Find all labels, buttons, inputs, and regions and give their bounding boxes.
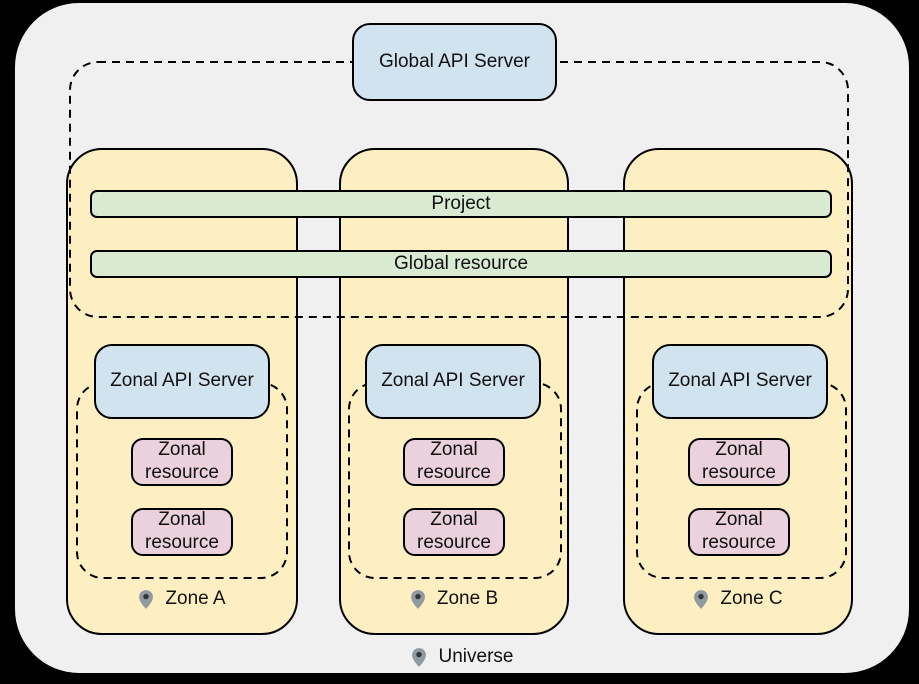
zone-b-resource-label-2: Zonal resource <box>417 509 491 553</box>
zone-b-resource-node-1: Zonal resource <box>403 438 505 486</box>
universe-label: Universe <box>438 646 514 667</box>
zone-a-resource-node-2: Zonal resource <box>131 508 233 556</box>
zone-c-resource-label-2: Zonal resource <box>702 509 776 553</box>
project-bar-label: Project <box>431 193 491 214</box>
zone-a-api-server-label: Zonal API Server <box>110 370 254 392</box>
zone-c-resource-node-1: Zonal resource <box>688 438 790 486</box>
zone-c-resource-label-1: Zonal resource <box>702 439 776 483</box>
global-resource-bar: Global resource <box>90 250 832 278</box>
location-pin-icon <box>139 589 154 609</box>
zone-a-label-row: Zone A <box>66 586 298 612</box>
global-resource-bar-label: Global resource <box>393 253 529 274</box>
global-api-server-label: Global API Server <box>378 50 531 72</box>
location-pin-icon <box>410 589 425 609</box>
zone-b-resource-label-1: Zonal resource <box>417 439 491 483</box>
zone-a-label: Zone A <box>165 588 226 609</box>
zone-a-api-server-node: Zonal API Server <box>94 344 270 419</box>
global-api-server-node: Global API Server <box>352 23 557 101</box>
zone-a-resource-node-1: Zonal resource <box>131 438 233 486</box>
zone-b-label: Zone B <box>436 588 499 609</box>
location-pin-icon <box>411 647 426 667</box>
zone-a-resource-label-2: Zonal resource <box>145 509 219 553</box>
zone-c-resource-node-2: Zonal resource <box>688 508 790 556</box>
zone-b-resource-node-2: Zonal resource <box>403 508 505 556</box>
zone-c-label: Zone C <box>720 588 783 609</box>
location-pin-icon <box>694 589 709 609</box>
zone-b-label-row: Zone B <box>339 586 569 612</box>
zone-b-api-server-node: Zonal API Server <box>365 344 541 419</box>
zone-c-api-server-label: Zonal API Server <box>668 370 812 392</box>
project-bar: Project <box>90 190 832 218</box>
zone-b-api-server-label: Zonal API Server <box>381 370 525 392</box>
zone-c-api-server-node: Zonal API Server <box>652 344 828 419</box>
zone-a-resource-label-1: Zonal resource <box>145 439 219 483</box>
zone-c-label-row: Zone C <box>623 586 853 612</box>
universe-label-row: Universe <box>15 644 909 670</box>
